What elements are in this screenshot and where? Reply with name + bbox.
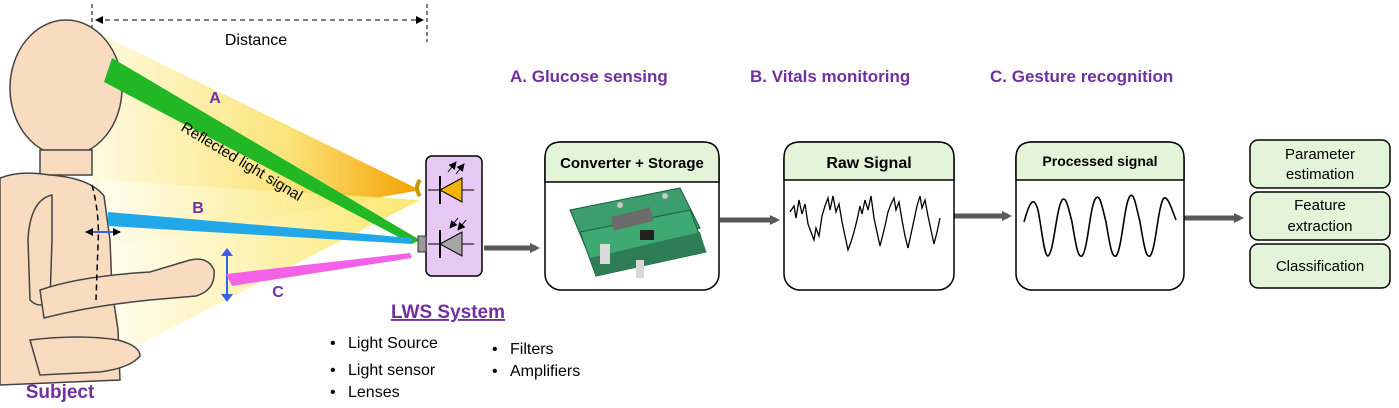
converter-title: Converter + Storage xyxy=(560,155,704,172)
svg-text:estimation: estimation xyxy=(1286,166,1354,183)
svg-text:extraction: extraction xyxy=(1287,218,1352,235)
raw-signal-title: Raw Signal xyxy=(826,155,911,172)
lws-components-right: • Filters • Amplifiers xyxy=(492,341,580,380)
lws-title: LWS System xyxy=(391,302,505,323)
raw-signal-waveform xyxy=(789,195,941,253)
light-cone-lower xyxy=(100,180,420,360)
beam-c-letter: C xyxy=(272,284,284,301)
lws-component: Light Source xyxy=(348,335,438,352)
svg-text:•: • xyxy=(330,384,336,401)
beam-b-letter: B xyxy=(192,200,204,217)
svg-text:•: • xyxy=(330,362,336,379)
lws-device xyxy=(415,155,483,277)
output-box-feature-extraction: Feature extraction xyxy=(1249,191,1391,241)
processed-signal-title: Processed signal xyxy=(1042,153,1157,169)
application-glucose: A. Glucose sensing xyxy=(510,67,668,86)
gesture-arrow-up xyxy=(221,248,233,256)
lws-component: Light sensor xyxy=(348,362,436,379)
subject-figure xyxy=(0,19,215,386)
beam-a-letter: A xyxy=(209,90,221,107)
beam-b xyxy=(108,212,412,244)
chest-outline xyxy=(91,184,100,301)
processed-signal-box: Processed signal xyxy=(1015,141,1185,291)
lws-component: Amplifiers xyxy=(510,363,580,380)
beam-a xyxy=(104,58,420,244)
output-box-parameter-estimation: Parameter estimation xyxy=(1249,139,1391,189)
gesture-arrow-down xyxy=(221,294,233,302)
led-icon xyxy=(428,161,474,204)
svg-text:•: • xyxy=(492,341,498,358)
svg-text:•: • xyxy=(330,335,336,352)
photodiode-icon xyxy=(428,217,474,258)
processed-signal-waveform xyxy=(1023,194,1177,257)
circuit-board-image xyxy=(569,187,707,278)
distance-label: Distance xyxy=(225,32,287,49)
output-box-classification: Classification xyxy=(1249,243,1391,289)
application-vitals: B. Vitals monitoring xyxy=(750,67,910,86)
svg-text:Parameter: Parameter xyxy=(1285,146,1355,163)
raw-signal-box: Raw Signal xyxy=(783,141,955,291)
lws-component: Filters xyxy=(510,341,554,358)
lws-components-left: • Light Source • Light sensor • Lenses xyxy=(330,335,438,401)
beam-c xyxy=(226,253,412,286)
svg-text:•: • xyxy=(492,363,498,380)
svg-text:Feature: Feature xyxy=(1294,197,1346,214)
subject-label: Subject xyxy=(26,382,95,403)
lws-component: Lenses xyxy=(348,384,400,401)
output-label: Classification xyxy=(1276,258,1364,275)
converter-storage-box: Converter + Storage xyxy=(544,141,720,291)
application-gesture: C. Gesture recognition xyxy=(990,67,1173,86)
